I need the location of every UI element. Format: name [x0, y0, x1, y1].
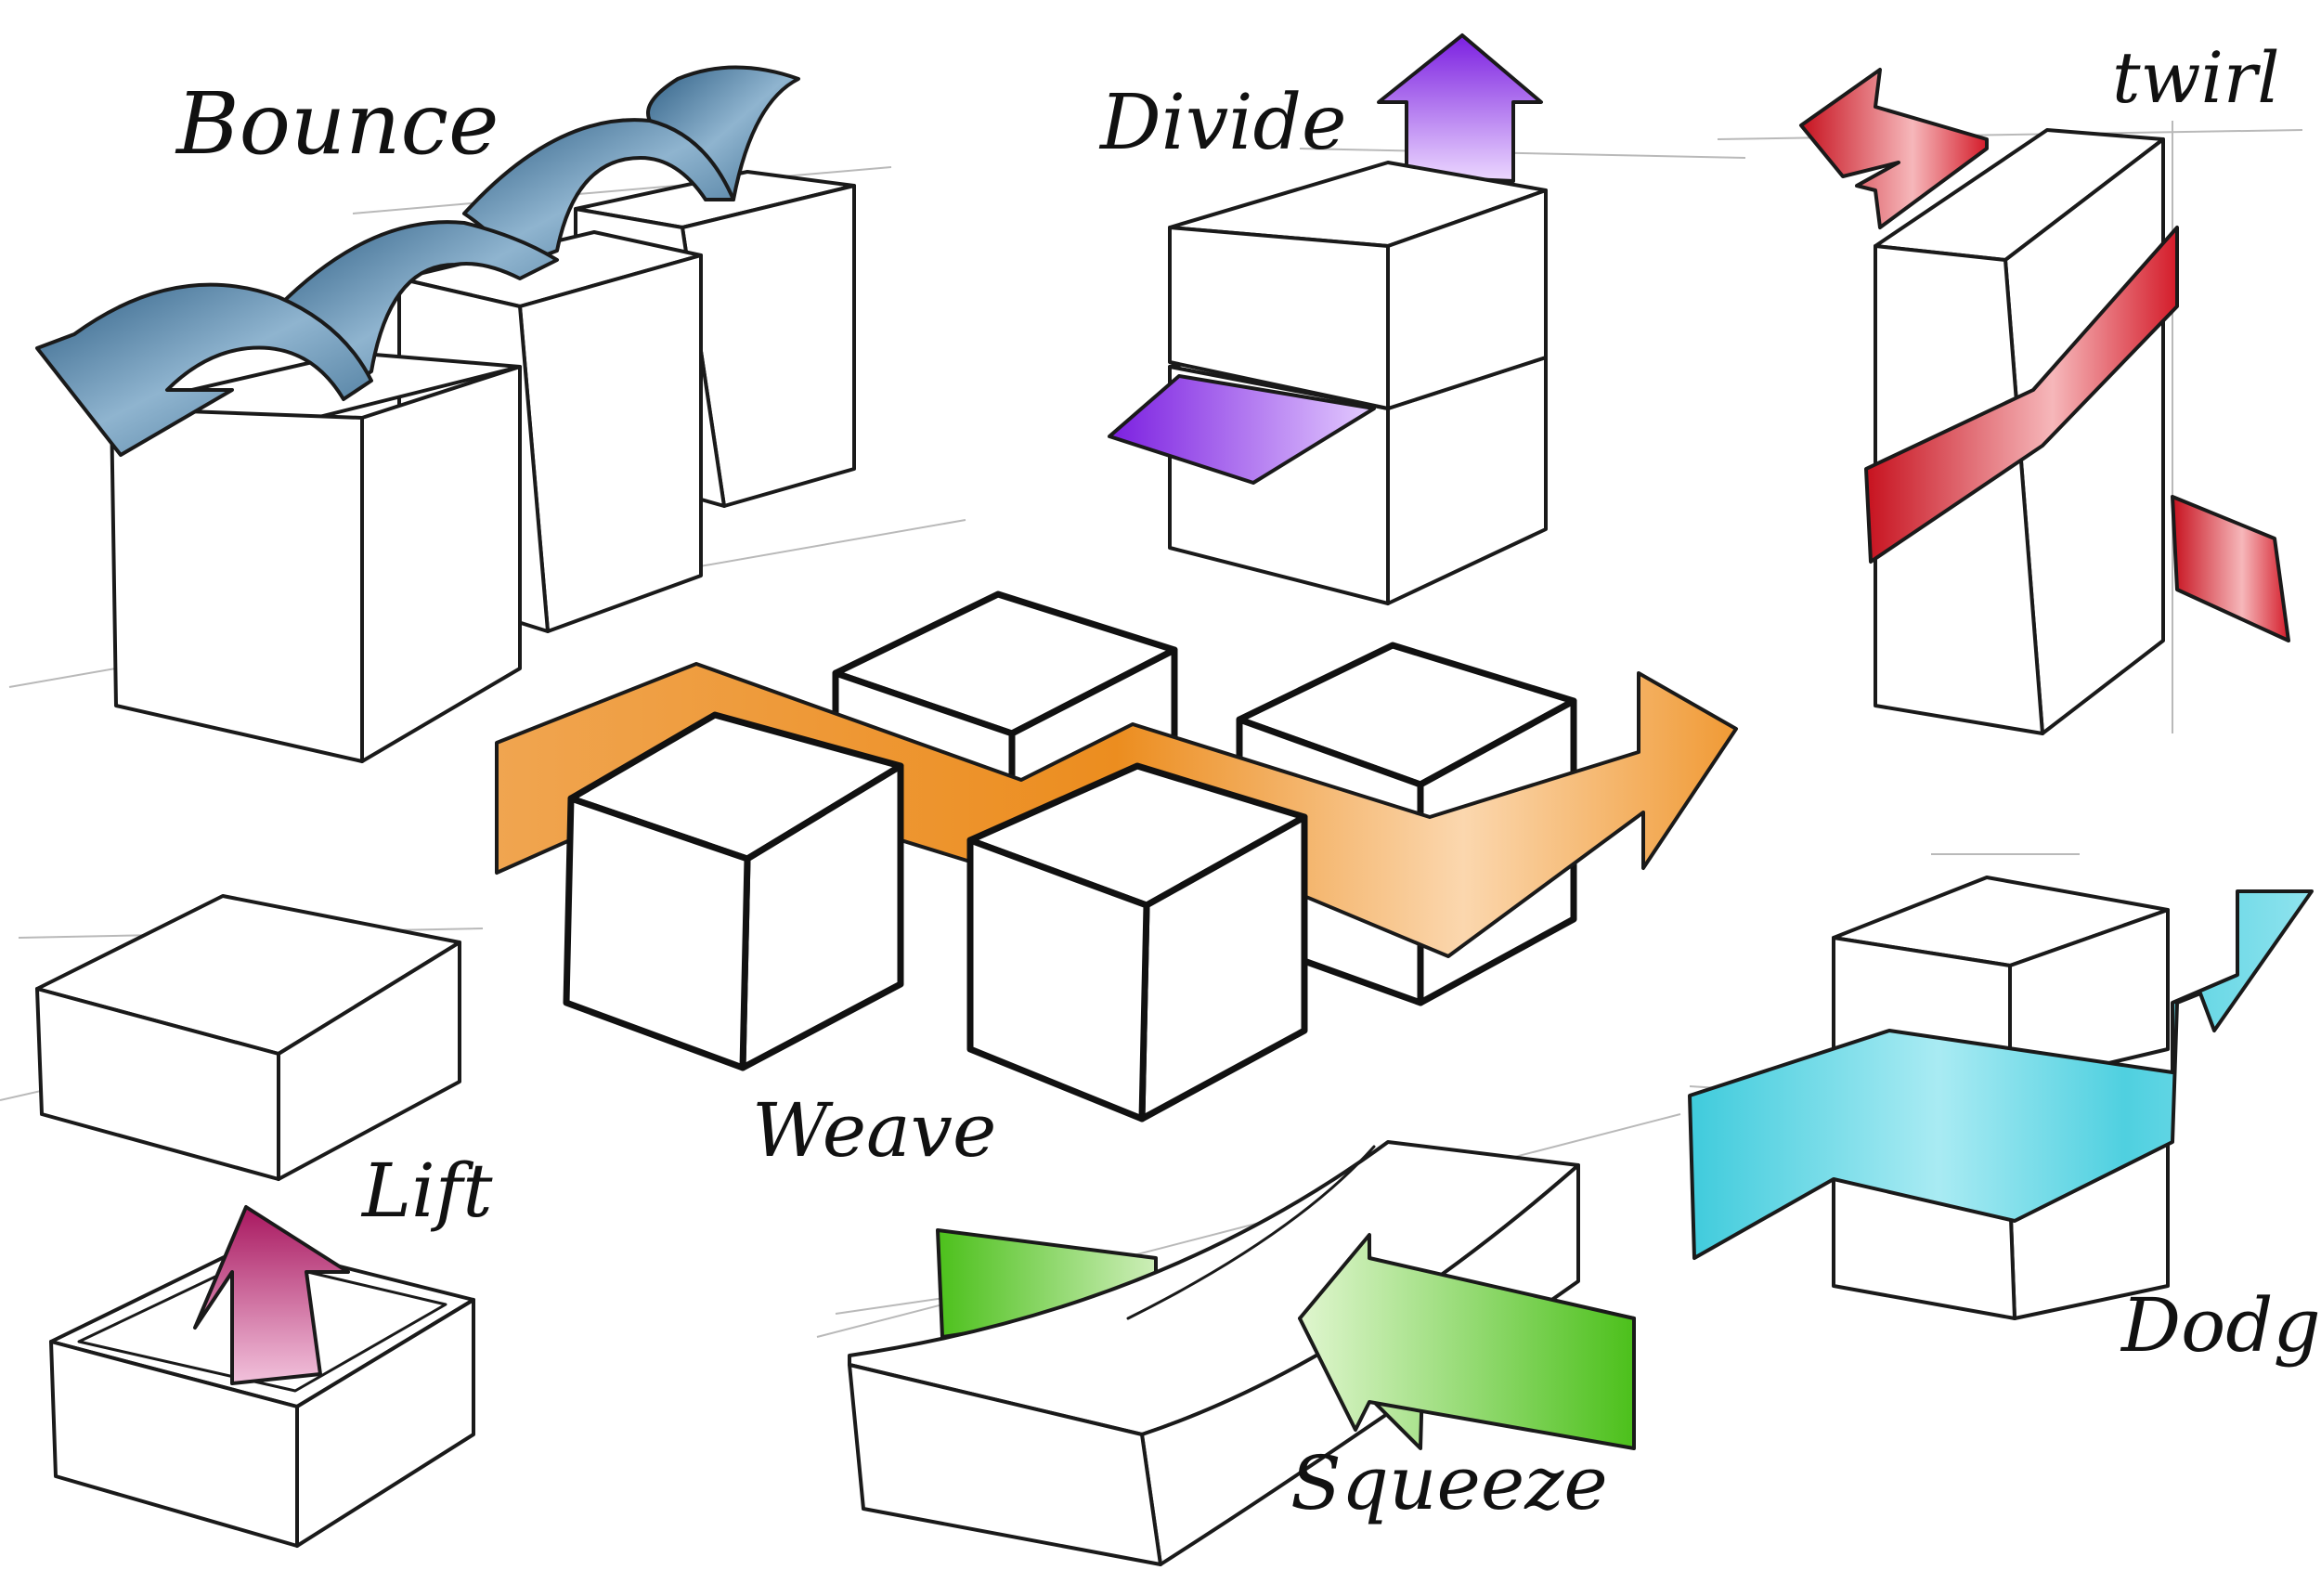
bounce-label: Bounce [175, 74, 499, 174]
squeeze-right-arrow-icon [1298, 1233, 1636, 1450]
divide-label: Divide [1098, 79, 1347, 167]
dodge-right-arrow-icon [1688, 889, 2314, 1260]
twirl-arrow-icon [1799, 68, 2290, 642]
lift-label: Lift [360, 1148, 493, 1234]
lift-lid [35, 894, 461, 1181]
dodge-label: Dodge [2120, 1282, 2321, 1369]
weave-cube-front-left [563, 711, 904, 1071]
twirl-sketch: twirl [1717, 36, 2303, 735]
twirl-label: twirl [2112, 36, 2280, 119]
lift-up-arrow-icon [193, 1205, 350, 1385]
weave-sketch: Weave [495, 590, 1738, 1174]
divide-up-arrow-icon [1377, 33, 1543, 183]
weave-cube-front-right [966, 762, 1308, 1122]
lift-sketch: Lift [0, 894, 493, 1548]
divide-sketch: Divide [1098, 33, 1746, 605]
divide-box-upper [1168, 161, 1548, 410]
squeeze-label: Squeeze [1290, 1440, 1608, 1526]
weave-label: Weave [752, 1087, 996, 1174]
bounce-sketch: Bounce [8, 65, 966, 763]
divide-slice-icon [1108, 374, 1376, 485]
squeeze-sketch: Squeeze [816, 1113, 1681, 1566]
dodge-sketch: Dodge [1688, 853, 2321, 1369]
bounce-box-front [110, 351, 522, 763]
bounce-arrow-icon [35, 65, 800, 457]
